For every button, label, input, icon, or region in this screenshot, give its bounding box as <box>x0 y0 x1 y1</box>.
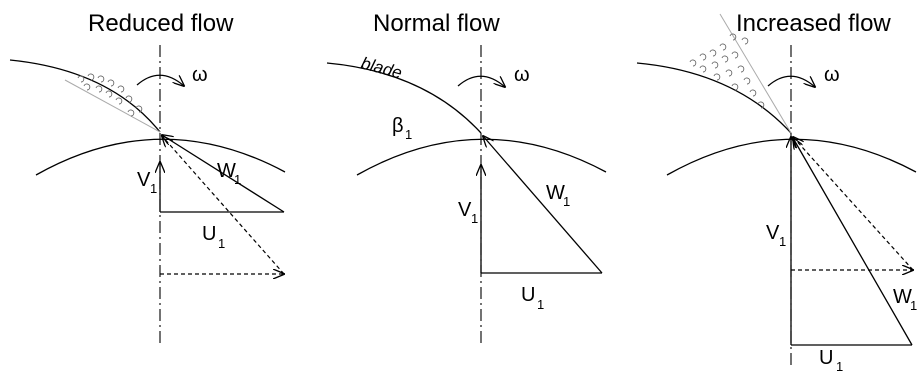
u1-label: U <box>202 223 216 245</box>
separation-line <box>64 79 161 133</box>
panel-normal-flow: Normal flow blade β 1 ω V 1 U 1 W 1 <box>326 10 607 345</box>
blade-curve <box>636 62 792 134</box>
v1-subscript: 1 <box>779 234 786 249</box>
v1-subscript: 1 <box>471 211 478 226</box>
panel-reduced-flow: Reduced flow ω V 1 U 1 W 1 <box>9 10 286 345</box>
normal-w1-dashed <box>162 136 285 275</box>
panel-increased-flow: Increased flow ω V 1 U 1 W 1 <box>636 10 917 372</box>
w1-arrow <box>162 135 285 213</box>
panel-title: Reduced flow <box>88 10 234 37</box>
w1-label: W <box>893 286 912 308</box>
w1-subscript: 1 <box>234 172 241 187</box>
beta1-label: β <box>392 115 404 137</box>
rotation-arrow <box>136 74 184 86</box>
w1-subscript: 1 <box>910 298 917 313</box>
w1-label: W <box>217 160 236 182</box>
normal-w1-dashed <box>793 137 914 271</box>
v1-label: V <box>766 222 780 244</box>
omega-label: ω <box>514 64 530 86</box>
w1-arrow <box>793 138 913 346</box>
blade-curve <box>326 62 482 134</box>
beta1-subscript: 1 <box>405 127 412 142</box>
v1-subscript: 1 <box>150 181 157 196</box>
w1-label: W <box>546 182 565 204</box>
omega-label: ω <box>824 64 840 86</box>
blade-curve <box>9 59 161 133</box>
panel-title: Normal flow <box>373 10 500 37</box>
w1-subscript: 1 <box>563 194 570 209</box>
u1-label: U <box>521 284 535 306</box>
u1-label: U <box>819 347 833 369</box>
blade-label: blade <box>359 54 404 83</box>
v1-label: V <box>137 169 151 191</box>
rotation-arrow <box>457 75 505 87</box>
u1-subscript: 1 <box>836 359 843 372</box>
omega-label: ω <box>192 64 208 86</box>
rotation-arrow <box>767 75 815 87</box>
u1-subscript: 1 <box>218 236 225 251</box>
panel-title: Increased flow <box>736 10 891 37</box>
u1-subscript: 1 <box>537 297 544 312</box>
w1-arrow <box>483 136 603 274</box>
separation-eddies <box>689 33 765 109</box>
separation-eddies <box>77 73 143 117</box>
v1-label: V <box>458 199 472 221</box>
